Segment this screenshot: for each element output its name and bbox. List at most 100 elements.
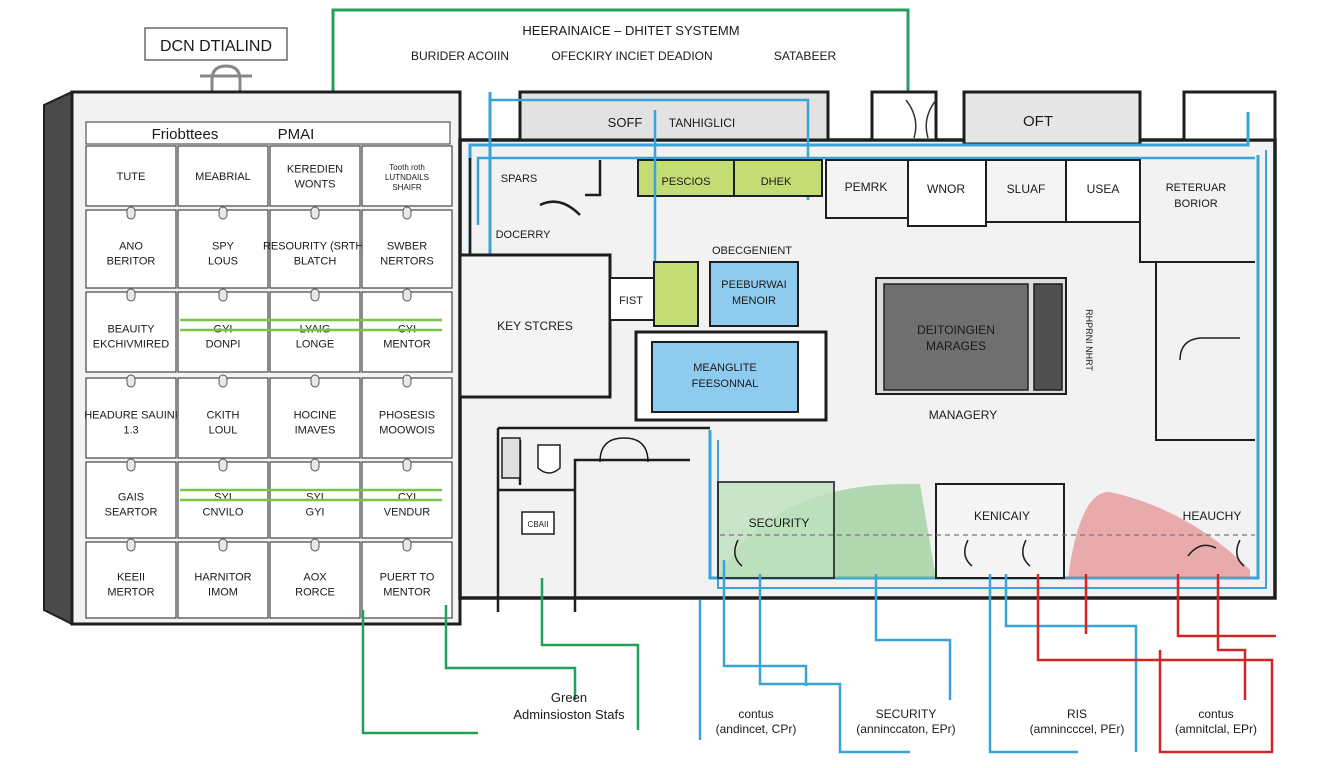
panel-cell-label: SPY: [212, 241, 235, 253]
room-deiotingien-label-2: MARAGES: [926, 339, 986, 353]
panel-cell-label: SEARTOR: [105, 507, 158, 519]
utility-walls: [496, 426, 710, 612]
legend-blue1-line1: contus: [738, 707, 773, 721]
room-deiotingien-label-1: DEITOINGIEN: [917, 323, 995, 337]
room-pemrk-label: PEMRK: [845, 180, 888, 194]
green-routes: [361, 578, 640, 735]
legend-green-line2: Adminsioston Stafs: [513, 707, 625, 722]
panel-cell-label: GAIS: [118, 492, 144, 504]
latch-icon: [310, 288, 320, 302]
room-door-annex: [870, 90, 938, 142]
panel-cell: [177, 291, 269, 373]
panel-cell-label: ANO: [119, 241, 143, 253]
panel-cell-label: IMAVES: [295, 425, 336, 437]
panel-cell-label: LUTNDAILS: [385, 173, 429, 182]
latch-icon: [218, 374, 228, 388]
logo-box-label: DCN DTIALIND: [160, 38, 272, 55]
room-green-block: [653, 261, 699, 327]
panel-cell: [85, 541, 177, 619]
panel-side: [43, 90, 73, 626]
latch-icon: [310, 206, 320, 220]
panel-cell-label: MEABRIAL: [195, 171, 251, 183]
room-wnor: [907, 159, 987, 227]
panel-cell-label: BEAUITY: [107, 324, 155, 336]
panel-cell-label: SYI: [214, 492, 232, 504]
room-oft-annex: [962, 90, 1142, 146]
panel-cell-label: RORCE: [295, 587, 335, 599]
panel-cell-label: MENTOR: [383, 587, 431, 599]
room-tanhiglici-label: TANHIGLICI: [669, 116, 735, 130]
latch-icon: [126, 288, 136, 302]
room-heauchy-label: HEAUCHY: [1183, 509, 1242, 523]
panel-cell-label: BERITOR: [107, 256, 156, 268]
room-sluaf-label: SLUAF: [1007, 182, 1046, 196]
panel-cell-label: HARNITOR: [194, 572, 251, 584]
panel-cell-label: PUERT TO: [380, 572, 435, 584]
room-docerry-label: DOCERRY: [496, 229, 551, 241]
toilet-icon: [537, 444, 561, 474]
room-key-stores: [458, 253, 612, 399]
latch-icon: [310, 538, 320, 552]
room-pemrk: [825, 159, 909, 219]
legend-red-line2: (amnitclal, EPr): [1175, 722, 1257, 736]
panel-cell-label: GYI: [306, 507, 325, 519]
panel-cell-label: LOUL: [209, 425, 238, 437]
room-kenicaiy-label: KENICAIY: [974, 509, 1030, 523]
legend-blue3-line2: (amnincccel, PEr): [1030, 722, 1125, 736]
room-dhek: [733, 159, 823, 197]
room-peeburwai-label-2: MENOIR: [732, 295, 776, 307]
room-peeburwai-label-1: PEEBURWAI: [721, 279, 786, 291]
room-security-label: SECURITY: [749, 516, 810, 530]
latch-icon: [126, 206, 136, 220]
panel-cell-label: VENDUR: [384, 507, 431, 519]
panel-cell-label: SHAIFR: [392, 183, 422, 192]
door-arcs-south: [734, 539, 1245, 567]
latch-icon: [310, 458, 320, 472]
room-usea: [1065, 159, 1141, 223]
room-reteruar-label-1: RETERUAR: [1166, 182, 1227, 194]
legend-blue2-line1: SECURITY: [876, 707, 937, 721]
panel-cell: [269, 377, 361, 459]
latch-icon: [310, 374, 320, 388]
room-dhek-label: DHEK: [761, 176, 792, 188]
panel-cell-label: TUTE: [117, 171, 146, 183]
header-subtitle-middle: OFECKIRY INCIET DEADION: [551, 49, 712, 63]
panel-cell-label: Tooth roth: [389, 163, 425, 172]
panel-cell-label: SYI: [306, 492, 324, 504]
panel-cell: [361, 209, 453, 289]
panel-cell-label: AOX: [303, 572, 327, 584]
panel-header-left: Friobttees: [152, 126, 219, 143]
room-key-stores-label: KEY STCRES: [497, 319, 573, 333]
panel-cell-label: WONTS: [295, 179, 336, 191]
header-subtitle-left: BURIDER ACOIIN: [411, 49, 509, 63]
room-kenicaiy: [935, 483, 1065, 579]
cabinet-box: [521, 511, 555, 535]
panel-cell: [177, 209, 269, 289]
latch-icon: [126, 458, 136, 472]
room-corner-annex: [1182, 90, 1277, 142]
room-spars-label: SPARS: [501, 173, 537, 185]
room-reteruar-walls: [1139, 160, 1255, 441]
room-obecgenient-label: OBECGENIENT: [712, 245, 792, 257]
legend-blue3-line1: RIS: [1067, 707, 1087, 721]
room-manageery-label: MANAGERY: [929, 408, 997, 422]
latch-icon: [402, 206, 412, 220]
latch-icon: [402, 538, 412, 552]
panel-cell: [361, 145, 453, 207]
panel-cell: [269, 145, 361, 207]
panel-cell: [85, 209, 177, 289]
cabinet-label: CBAII: [528, 520, 549, 529]
latch-icon: [402, 458, 412, 472]
room-oft-label: OFT: [1023, 113, 1053, 130]
panel-cell: [177, 145, 269, 207]
panel-cell: [361, 377, 453, 459]
panel-cell-label: MENTOR: [383, 339, 431, 351]
panel-cell: [177, 541, 269, 619]
room-meanglite: [651, 341, 799, 413]
panel-cell: [269, 209, 361, 289]
legend-green-line1: Green: [551, 690, 587, 705]
handle-icon: [200, 64, 252, 110]
room-meanglite-label-1: MEANGLITE: [693, 362, 757, 374]
room-meanglite-label-2: FEESONNAL: [692, 378, 759, 390]
